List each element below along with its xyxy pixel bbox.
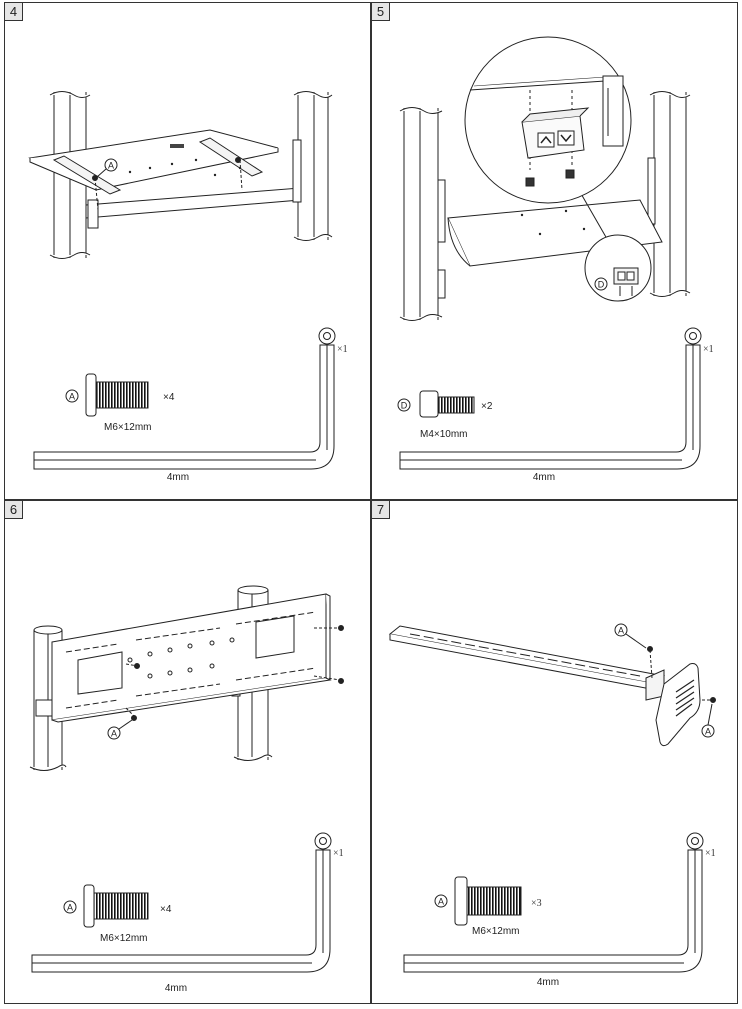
step-number-4: 4 [4, 2, 23, 21]
screw-quantity: ×4 [163, 392, 175, 403]
svg-text:A: A [111, 729, 117, 739]
key-quantity: ×1 [333, 848, 344, 859]
panel-5-shelf-illustration [399, 91, 691, 321]
svg-text:6: 6 [10, 502, 17, 517]
screw-spec: M6×12mm [104, 422, 152, 433]
screw-quantity: ×2 [481, 401, 493, 412]
screw-icon [419, 390, 475, 418]
key-size: 4mm [165, 983, 187, 994]
screw-quantity: ×3 [531, 898, 542, 909]
step-number-6: 6 [4, 500, 23, 519]
callout-A-bubble: A [614, 623, 647, 649]
key-quantity: ×1 [703, 344, 714, 355]
zoom-detail-small [584, 234, 652, 302]
step-number-7: 7 [371, 500, 390, 519]
callout-D-bubble: D [594, 277, 608, 291]
screw-letter-badge: A [63, 900, 77, 914]
screw-letter-badge: A [65, 389, 79, 403]
svg-text:5: 5 [377, 4, 384, 19]
svg-text:A: A [618, 626, 624, 636]
screw-icon [454, 876, 522, 926]
svg-text:D: D [598, 280, 605, 290]
svg-text:A: A [108, 161, 114, 171]
callout-A-bubble: A [107, 719, 133, 740]
callout-A-bubble: A [96, 158, 118, 178]
screw-spec: M6×12mm [100, 933, 148, 944]
chevron-down-icon [560, 134, 572, 143]
panel-6-vesa-illustration [29, 585, 344, 771]
allen-key-icon [403, 832, 704, 973]
key-size: 4mm [533, 472, 555, 483]
screw-icon [85, 373, 149, 417]
svg-text:7: 7 [377, 502, 384, 517]
chevron-up-icon [540, 135, 552, 144]
svg-text:4: 4 [10, 4, 17, 19]
panel-7-arm-illustration [388, 625, 716, 747]
allen-key-icon [31, 832, 332, 973]
screw-spec: M4×10mm [420, 429, 468, 440]
screw-letter-badge: A [434, 894, 448, 908]
key-size: 4mm [537, 977, 559, 988]
screw-quantity: ×4 [160, 904, 172, 915]
screw-icon [83, 884, 149, 928]
svg-text:A: A [705, 727, 711, 737]
allen-key-icon [399, 327, 702, 470]
panel-4-shelf-illustration [28, 91, 333, 259]
screw-letter-badge: D [397, 398, 411, 412]
key-quantity: ×1 [337, 344, 348, 355]
zoom-detail-large [464, 36, 632, 204]
step-number-5: 5 [371, 2, 390, 21]
key-quantity: ×1 [705, 848, 716, 859]
panel-frames [4, 2, 738, 1004]
svg-text:A: A [67, 903, 73, 913]
svg-text:A: A [438, 897, 444, 907]
callout-A-bubble-2: A [701, 703, 715, 738]
svg-text:D: D [401, 401, 408, 411]
svg-text:A: A [69, 392, 75, 402]
key-size: 4mm [167, 472, 189, 483]
allen-key-icon [33, 327, 336, 470]
screw-spec: M6×12mm [472, 926, 520, 937]
